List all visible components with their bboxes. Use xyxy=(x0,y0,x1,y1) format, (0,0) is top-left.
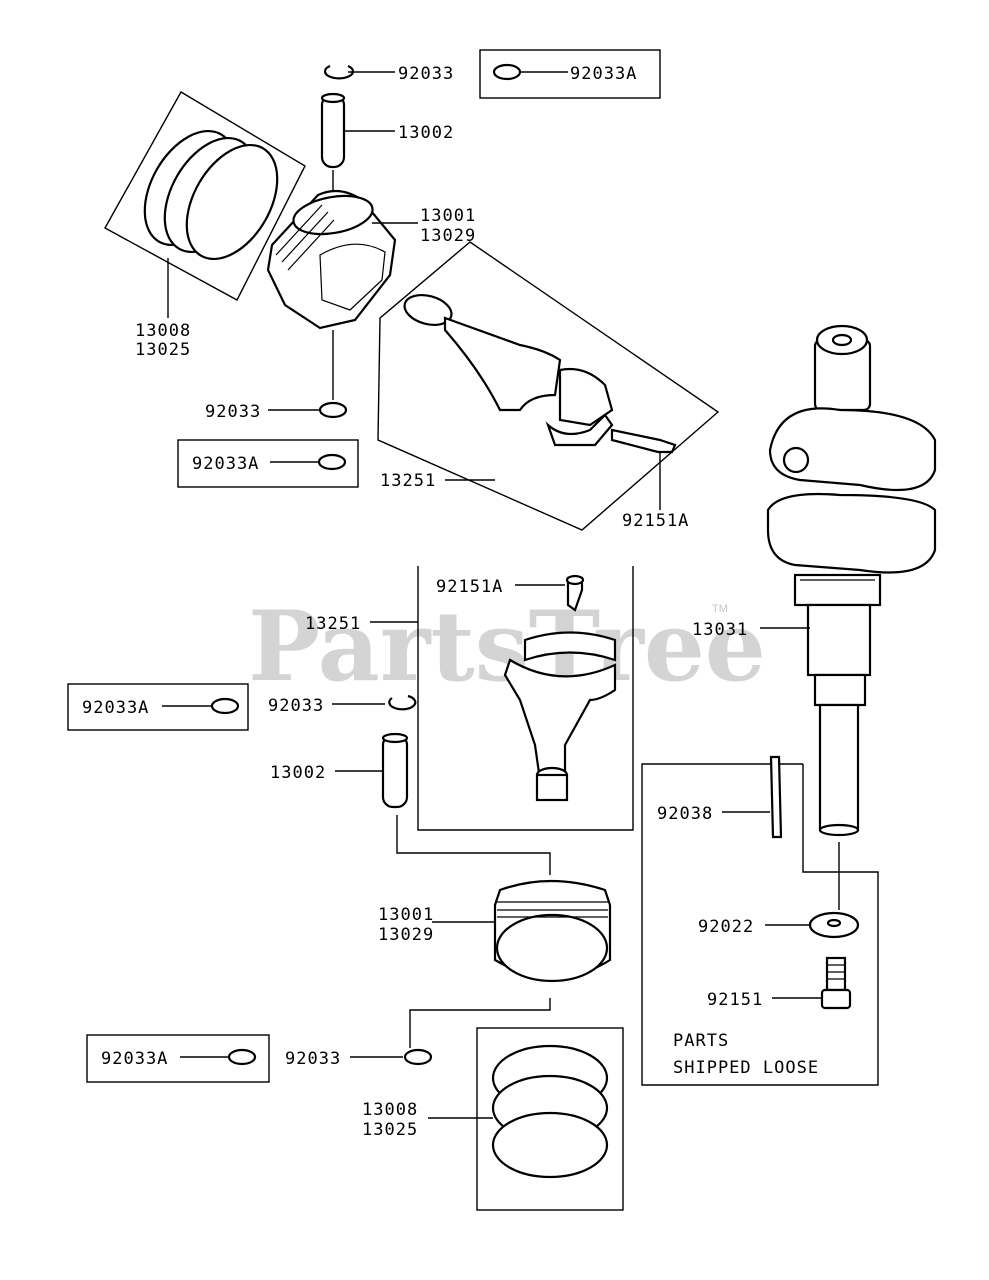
label-rings-low-a: 13008 xyxy=(362,1100,418,1120)
label-crank: 13031 xyxy=(692,620,748,640)
label-clip-mid: 92033 xyxy=(205,402,261,422)
label-piston-low-b: 13029 xyxy=(378,925,434,945)
loose-parts-group xyxy=(641,763,879,1086)
label-clip-left: 92033 xyxy=(268,696,324,716)
clip-low[interactable] xyxy=(350,998,551,1066)
piston-top[interactable] xyxy=(266,189,418,400)
callout-box-top xyxy=(479,49,661,99)
callout-box-mid xyxy=(177,439,359,488)
connecting-rod-top[interactable] xyxy=(377,241,720,531)
key[interactable] xyxy=(722,755,783,839)
label-piston-top-a: 13001 xyxy=(420,206,476,226)
label-key: 92038 xyxy=(657,804,713,824)
label-bolt-top: 92151A xyxy=(622,511,689,531)
label-clip-top: 92033 xyxy=(398,64,454,84)
label-bolt-low: 92151 xyxy=(707,990,763,1010)
label-rings-low-b: 13025 xyxy=(362,1120,418,1140)
piston-rings-low[interactable] xyxy=(428,1027,624,1211)
label-rod-mid: 13251 xyxy=(305,614,361,634)
label-piston-low-a: 13001 xyxy=(378,905,434,925)
label-piston-top-b: 13029 xyxy=(420,226,476,246)
crankshaft[interactable] xyxy=(760,324,937,837)
connecting-rod-mid[interactable] xyxy=(370,566,634,831)
label-rod-top: 13251 xyxy=(380,471,436,491)
label-washer: 92022 xyxy=(698,917,754,937)
label-loose-b: SHIPPED LOOSE xyxy=(673,1058,819,1078)
callout-box-low xyxy=(86,1034,270,1083)
label-rings-top-b: 13025 xyxy=(135,340,191,360)
watermark: PartsTree xyxy=(248,590,766,703)
piston-low[interactable] xyxy=(432,879,612,983)
label-rings-top-a: 13008 xyxy=(135,321,191,341)
label-pin-mid: 13002 xyxy=(270,763,326,783)
clip-top[interactable] xyxy=(323,64,395,80)
clip-left[interactable] xyxy=(332,694,417,711)
piston-rings-top[interactable] xyxy=(104,91,306,318)
label-clip-low-box: 92033A xyxy=(101,1049,168,1069)
bolt-low[interactable] xyxy=(772,956,852,1010)
piston-pin-mid[interactable] xyxy=(335,732,551,875)
clip-mid[interactable] xyxy=(268,401,348,419)
label-clip-top-box: 92033A xyxy=(570,64,637,84)
label-clip-mid-box: 92033A xyxy=(192,454,259,474)
label-pin-top: 13002 xyxy=(398,123,454,143)
washer[interactable] xyxy=(765,842,860,939)
callout-box-left xyxy=(67,683,249,731)
label-loose-a: PARTS xyxy=(673,1031,729,1051)
watermark-tm: TM xyxy=(712,603,728,615)
label-bolt-mid: 92151A xyxy=(436,577,503,597)
label-clip-left-box: 92033A xyxy=(82,698,149,718)
label-clip-low: 92033 xyxy=(285,1049,341,1069)
